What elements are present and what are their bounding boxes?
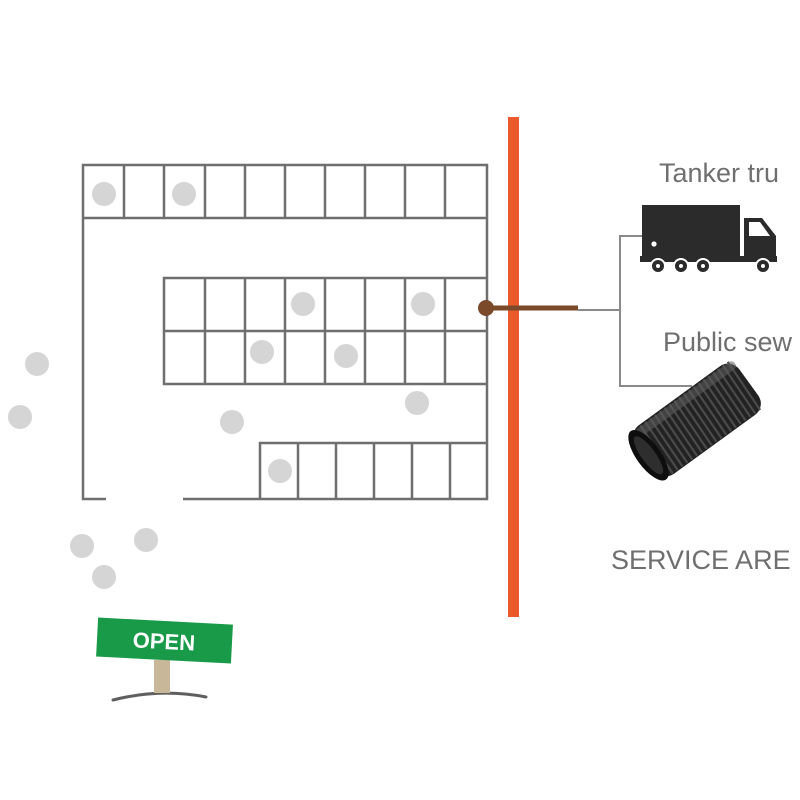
dot — [172, 182, 196, 206]
connectors — [578, 235, 692, 387]
tanker-truck-label: Tanker tru — [659, 158, 779, 188]
dot — [291, 292, 315, 316]
dots — [8, 182, 435, 589]
pipe-joint — [478, 300, 494, 316]
open-sign-icon: OPEN — [96, 617, 233, 702]
dot — [411, 292, 435, 316]
ground-arc — [111, 691, 208, 702]
parking-lot — [81, 163, 489, 501]
dot — [405, 391, 429, 415]
dot — [70, 534, 94, 558]
dot — [134, 528, 158, 552]
sign-board — [96, 617, 233, 664]
dot — [334, 344, 358, 368]
sign-post — [154, 660, 170, 693]
sewer-hose-icon — [628, 361, 762, 481]
dot — [25, 352, 49, 376]
open-sign-text: OPEN — [132, 627, 196, 655]
service-area-label: SERVICE ARE — [611, 545, 791, 575]
dot — [268, 459, 292, 483]
dot — [8, 405, 32, 429]
dot — [92, 182, 116, 206]
dot — [92, 565, 116, 589]
dot — [250, 340, 274, 364]
tanker-truck-icon — [640, 205, 777, 274]
public-sewer-label: Public sew — [663, 327, 793, 357]
boundary-line — [508, 117, 519, 617]
dot — [220, 410, 244, 434]
